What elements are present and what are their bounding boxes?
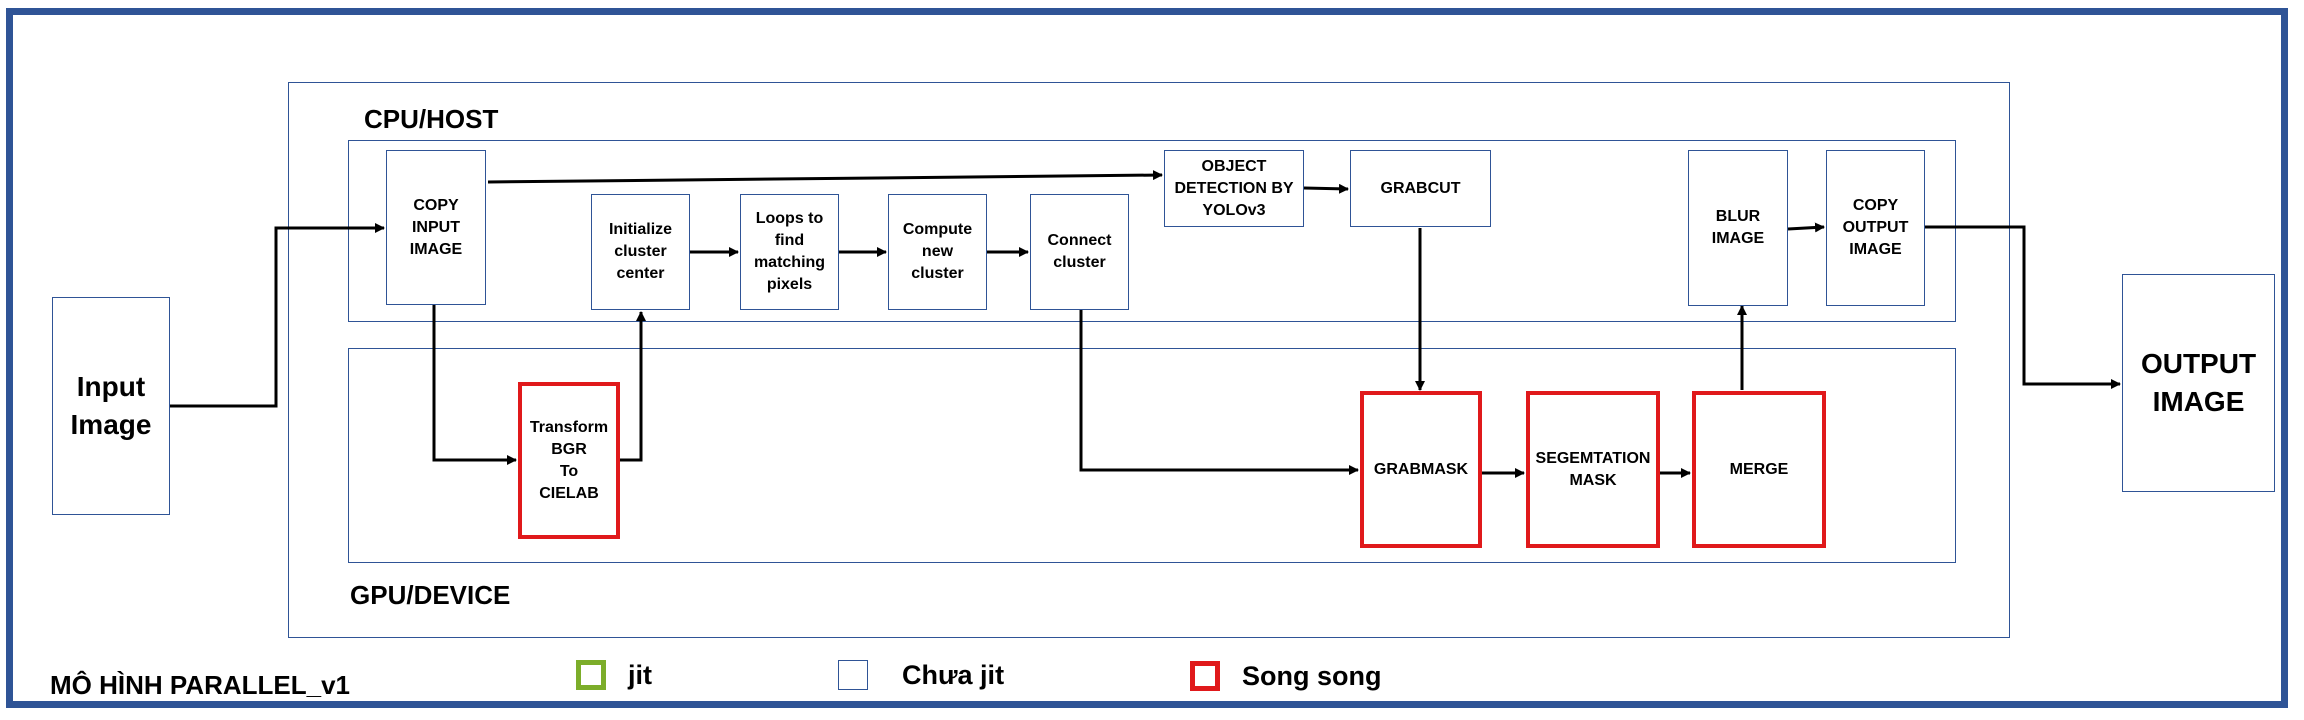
cpu-host-label: CPU/HOST (364, 104, 499, 134)
legend-swatch-chua-jit (838, 660, 868, 690)
copy-input-image-node: COPY INPUT IMAGE (386, 150, 486, 305)
transform-bgr-cielab-node: Transform BGR To CIELAB (518, 382, 620, 539)
merge-node: MERGE (1692, 391, 1826, 548)
gpu-device-label: GPU/DEVICE (350, 580, 511, 610)
legend-label-song-song: Song song (1242, 661, 1382, 691)
initialize-cluster-center-node: Initialize cluster center (591, 194, 690, 310)
diagram-frame (6, 8, 2288, 708)
compute-new-cluster-node: Compute new cluster (888, 194, 987, 310)
grabmask-node: GRABMASK (1360, 391, 1482, 548)
legend-label-chua-jit: Chưa jit (902, 660, 1005, 690)
connect-cluster-node: Connect cluster (1030, 194, 1129, 310)
loops-matching-pixels-node: Loops to find matching pixels (740, 194, 839, 310)
input-image-node: Input Image (52, 297, 170, 515)
output-image-node: OUTPUT IMAGE (2122, 274, 2275, 492)
legend-swatch-jit (576, 660, 606, 690)
object-detection-yolov3-node: OBJECT DETECTION BY YOLOv3 (1164, 150, 1304, 227)
diagram-title: MÔ HÌNH PARALLEL_v1 (50, 670, 350, 700)
grabcut-node: GRABCUT (1350, 150, 1491, 227)
segmentation-mask-node: SEGEMTATION MASK (1526, 391, 1660, 548)
legend-label-jit: jit (628, 660, 652, 690)
copy-output-image-node: COPY OUTPUT IMAGE (1826, 150, 1925, 306)
legend-swatch-song-song (1190, 661, 1220, 691)
blur-image-node: BLUR IMAGE (1688, 150, 1788, 306)
